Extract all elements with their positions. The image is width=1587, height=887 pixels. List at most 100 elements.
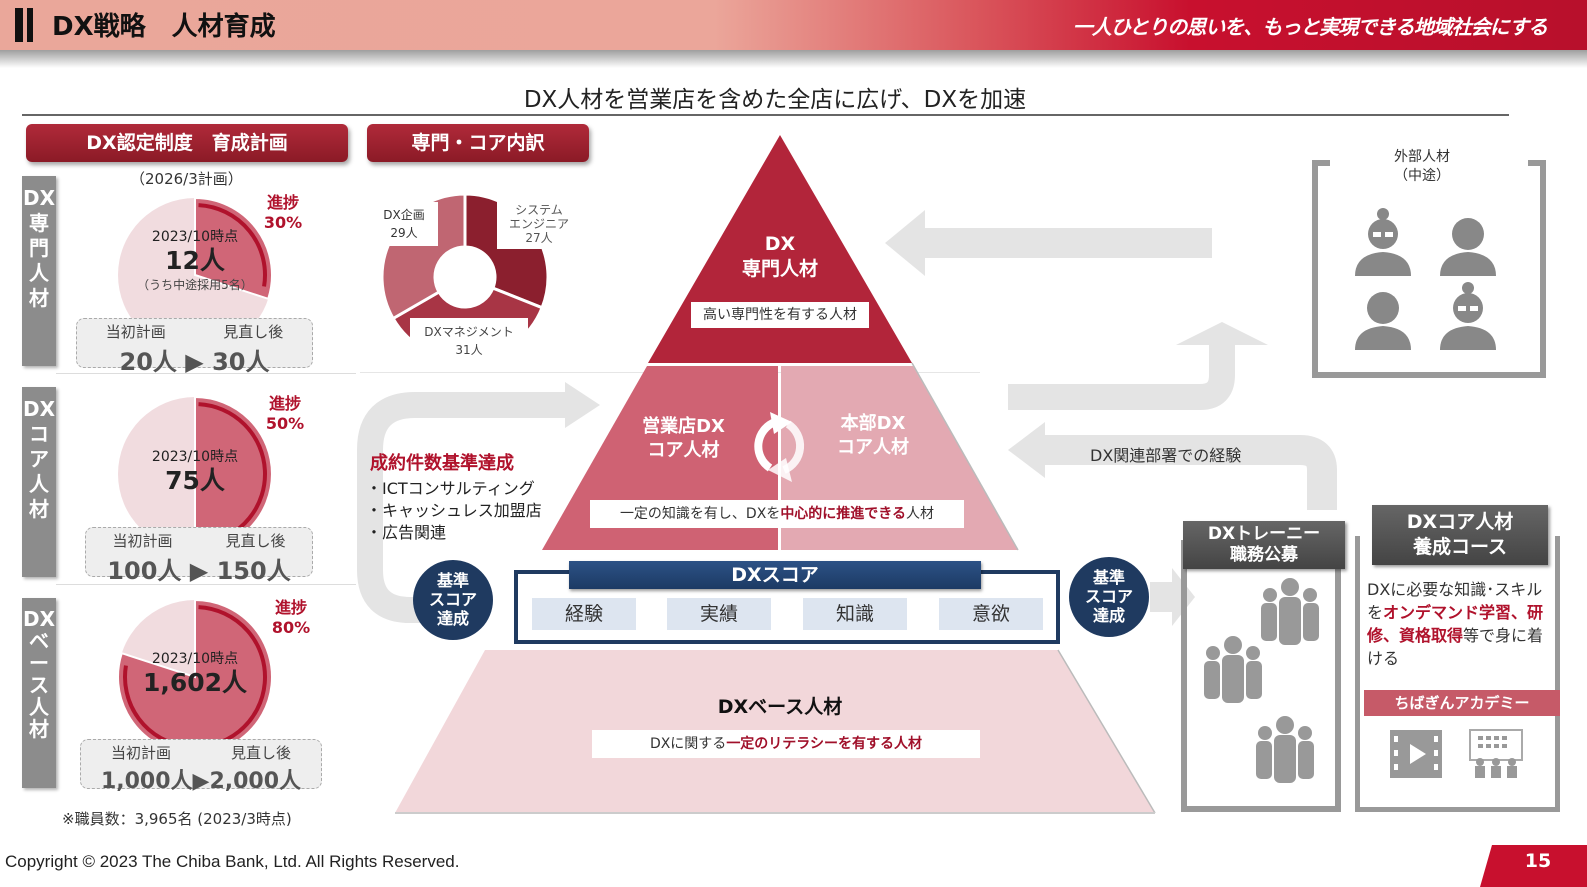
as-of-date: 2023/10時点 (151, 449, 239, 465)
side-char: DX (22, 186, 56, 210)
side-char: ー (29, 651, 49, 675)
progress-pie-base (117, 598, 273, 755)
branch-core-title-line: 営業店DX (642, 416, 725, 437)
list-item-text: キャッシュレス加盟店 (382, 501, 542, 520)
business-people-icons (1355, 208, 1496, 350)
core-course-title-line: 養成コース (1412, 536, 1508, 558)
progress-pie-core (118, 395, 273, 553)
badge-line: 達成 (436, 609, 469, 628)
donut-label-dx-management: DXマネジメント 31人 (410, 318, 528, 364)
progress-percent: 50% (265, 414, 305, 433)
copyright: Copyright © 2023 The Chiba Bank, Ltd. Al… (5, 852, 460, 871)
side-label-dx-specialist: DX 専 門 人 材 (22, 176, 56, 366)
group-icon (1261, 578, 1319, 645)
segment-name: DXマネジメント (424, 325, 514, 339)
segment-name: DX企画 (383, 208, 425, 222)
employee-count-footnote: ※職員数：3,965名 (2023/3時点) (62, 810, 292, 828)
side-char: 専 (29, 211, 49, 235)
hq-core-title: 本部DX コア人材 (818, 412, 928, 460)
score-achieved-badge-right: 基準 スコア 達成 (1069, 557, 1149, 637)
side-char: ベ (29, 629, 49, 653)
title-accent-bar (27, 8, 33, 42)
initial-plan-value: 1,000人 (100, 769, 193, 794)
side-char: 人 (29, 695, 49, 719)
revised-plan-value: 150人 (216, 557, 291, 585)
segment-name: エンジニア (508, 217, 569, 231)
pyramid-base-desc: DXに関する一定のリテラシーを有する人材 (592, 730, 980, 758)
segment-value: 29人 (390, 226, 418, 240)
pie-center-base: 2023/10時点 1,602人 (115, 648, 275, 698)
pyramid-top-title: DX 専門人材 (700, 232, 860, 282)
side-char: ス (29, 673, 49, 697)
progress-pie-specialist (118, 196, 273, 352)
progress-label-base: 進捗 80% (266, 598, 316, 638)
side-char: DX (22, 397, 56, 421)
row-divider (56, 584, 356, 585)
list-item: ・広告関連 (366, 523, 447, 542)
score-item-achievement: 実績 (667, 598, 771, 630)
segment-value: 31人 (455, 343, 483, 357)
current-count: 75人 (165, 466, 225, 495)
group-icon (1256, 716, 1314, 783)
desc-highlight: 一定のリテラシーを有する人材 (726, 736, 923, 752)
progress-caption: 進捗 (274, 598, 307, 617)
dx-certification-button[interactable]: DX認定制度 育成計画 (26, 124, 348, 162)
trainee-title-line: DXトレーニー (1207, 524, 1321, 544)
side-char: コ (29, 422, 49, 446)
score-item-experience: 経験 (532, 598, 636, 630)
dept-arrow (1040, 435, 1337, 510)
hq-core-title-line: コア人材 (837, 437, 909, 458)
side-char: 材 (29, 497, 49, 521)
progress-arc-arrow (123, 605, 267, 749)
current-count: 12人 (165, 246, 225, 275)
side-label-dx-base: DX ベ ー ス 人 材 (22, 598, 56, 788)
desc-text: 一定の知識を有し、DXを (619, 506, 781, 522)
dept-experience-label: DX関連部署での経験 (1090, 446, 1242, 465)
loop-arrow-left-head (565, 382, 600, 428)
segment-value: 27人 (525, 231, 553, 245)
dx-score-title: DXスコア (569, 561, 981, 589)
core-course-box (1355, 536, 1560, 812)
video-play-icon (1390, 730, 1442, 778)
external-talent-title: 外部人材 （中途） (1372, 148, 1472, 186)
row-divider (56, 373, 356, 374)
badge-line: スコア (1084, 587, 1133, 606)
external-arrow-shaft (925, 228, 1212, 258)
initial-plan-label: 当初計画 (110, 744, 171, 762)
bracket-corner (1528, 160, 1546, 166)
side-char: 材 (29, 286, 49, 310)
as-of-date: 2023/10時点 (151, 651, 239, 667)
breakdown-button[interactable]: 専門・コア内訳 (367, 124, 589, 162)
score-item-motivation: 意欲 (939, 598, 1043, 630)
revised-plan-value: 2,000人 (209, 769, 302, 794)
bent-up-arrow (1008, 345, 1235, 410)
core-course-title-line: DXコア人材 (1406, 511, 1514, 533)
initial-plan-value: 100人 (107, 557, 182, 585)
badge-line: 基準 (1092, 568, 1125, 587)
page-number: 15 (1524, 850, 1552, 872)
progress-percent: 80% (271, 618, 311, 637)
core-course-title: DXコア人材 養成コース (1372, 505, 1548, 565)
pyramid-mid-desc: 一定の知識を有し、DXを中心的に推進できる人材 (590, 500, 964, 528)
pie-center-specialist: 2023/10時点 12人 （うち中途採用5名） (115, 226, 275, 293)
person-icon (1355, 292, 1411, 350)
page-title: DX戦略 人材育成 (52, 12, 276, 42)
pie-center-core: 2023/10時点 75人 (115, 446, 275, 496)
group-people-icons (1204, 578, 1319, 783)
header-shadow (0, 50, 1587, 68)
person-icon (1440, 282, 1496, 350)
plan-box-specialist: 当初計画見直し後 20人 ▶ 30人 (76, 318, 313, 376)
side-char: 材 (29, 717, 49, 741)
side-char: 門 (29, 236, 49, 260)
external-talent-box (1312, 160, 1546, 378)
desc-text: 等で身に着ける (1367, 626, 1544, 668)
subtitle-divider (22, 114, 1509, 116)
trainee-box (1181, 540, 1341, 812)
desc-text: DXに関する (649, 736, 727, 752)
progress-label-core: 進捗 50% (260, 394, 310, 434)
current-count: 1,602人 (142, 668, 248, 697)
person-icon (1440, 218, 1496, 276)
progress-label-specialist: 進捗 30% (258, 193, 308, 233)
side-char: ア (29, 447, 49, 471)
list-item: ・キャッシュレス加盟店 (366, 501, 542, 520)
